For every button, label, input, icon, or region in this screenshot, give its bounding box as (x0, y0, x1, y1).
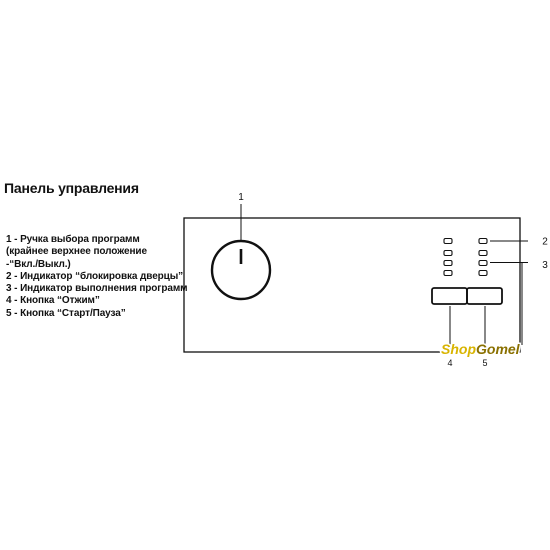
legend-item-progress: 3 - Индикатор выполнения программ (6, 283, 188, 295)
callout-label-start-pause: 5 (482, 358, 487, 368)
progress-indicator (478, 269, 488, 277)
callout-label-spin: 4 (447, 358, 452, 368)
indicator-led (443, 249, 453, 257)
legend-number: 5 (6, 307, 12, 319)
door-lock-indicator (478, 237, 488, 245)
legend-number: 1 (6, 234, 12, 245)
indicator-led (443, 259, 453, 267)
watermark-text: ShopGomel (441, 341, 521, 357)
legend-text: Индикатор “блокировка дверцы” (20, 270, 184, 282)
legend-list: 1 - Ручка выбора программ (крайнее верхн… (6, 234, 188, 320)
callout-label-door-lock: 2 (542, 237, 548, 248)
legend-item-start-pause: 5 - Кнопка “Старт/Пауза” (6, 307, 126, 319)
legend-text: Ручка выбора программ (20, 234, 140, 245)
legend-subtext: -“Вкл./Выкл.) (6, 258, 71, 270)
page-title: Панель управления (4, 180, 139, 196)
spin-button[interactable] (431, 287, 468, 305)
legend-subtext: (крайнее верхнее положение (6, 246, 147, 258)
legend-item-door-lock: 2 - Индикатор “блокировка дверцы” (6, 270, 184, 282)
callout-label-knob: 1 (238, 192, 244, 203)
legend-text: Индикатор выполнения программ (20, 283, 188, 295)
legend-number: 3 (6, 283, 12, 295)
panel-outline (183, 217, 521, 353)
progress-indicator (478, 259, 488, 267)
legend-number: 2 (6, 270, 12, 282)
callout-label-progress: 3 (542, 260, 548, 271)
indicator-led (443, 269, 453, 277)
start-pause-button[interactable] (466, 287, 503, 305)
progress-indicator (478, 249, 488, 257)
watermark-part-gomel: Gomel (476, 341, 521, 357)
watermark-part-shop: Shop (441, 341, 476, 357)
legend-number: 4 (6, 295, 12, 307)
watermark-outline: ShopGomel (441, 341, 521, 357)
legend-text: Кнопка “Старт/Пауза” (20, 307, 126, 319)
shopgomel-watermark: ShopGomel ShopGomel (440, 340, 523, 359)
legend-item-spin: 4 - Кнопка “Отжим” (6, 295, 100, 307)
legend-text: Кнопка “Отжим” (20, 295, 100, 307)
indicator-led (443, 237, 453, 245)
legend-item-knob: 1 - Ручка выбора программ (крайнее верхн… (6, 234, 187, 271)
